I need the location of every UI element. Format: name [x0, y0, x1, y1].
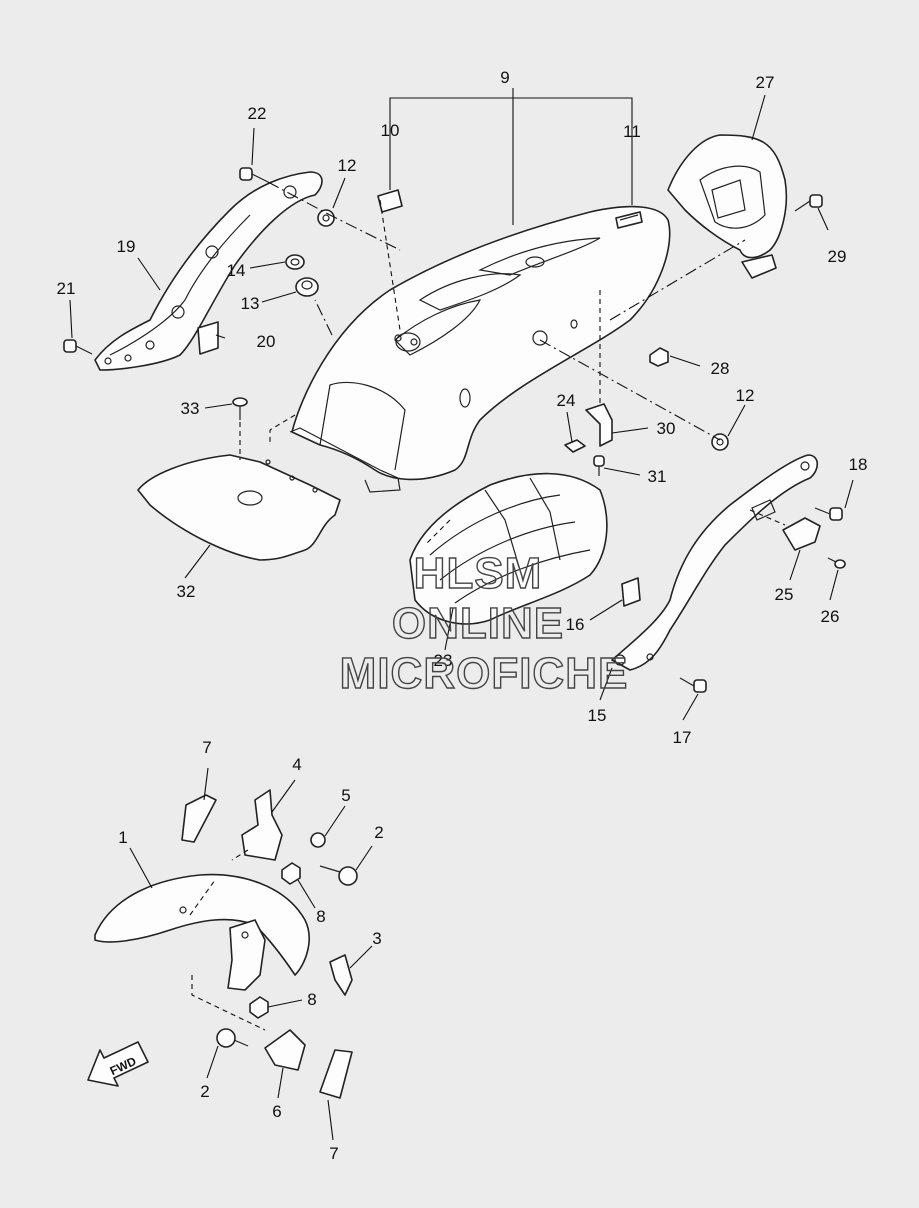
damper-16[interactable] [621, 577, 641, 607]
callout-10: 10 [381, 121, 400, 140]
callout-20: 20 [257, 332, 276, 351]
bolt-21[interactable] [63, 339, 93, 355]
inner-fender[interactable] [409, 472, 608, 625]
callout-24: 24 [557, 391, 576, 410]
watermark-line-2: ONLINE [392, 599, 564, 648]
callout-21: 21 [57, 279, 76, 298]
callout-6: 6 [272, 1102, 281, 1121]
bolt-18[interactable] [814, 507, 843, 521]
emblem-11[interactable] [615, 211, 643, 229]
bracket-4[interactable] [241, 789, 283, 861]
nut-8-upper[interactable] [281, 862, 301, 885]
front-fender[interactable] [94, 873, 310, 976]
callout-2-lower: 2 [200, 1082, 209, 1101]
callout-1: 1 [118, 828, 127, 847]
bolt-22[interactable] [239, 167, 269, 183]
callout-25: 25 [775, 585, 794, 604]
bolt-2-lower[interactable] [216, 1028, 249, 1048]
callout-4: 4 [292, 755, 301, 774]
reflector-bracket-25[interactable] [782, 517, 821, 551]
left-fender-stay[interactable] [94, 171, 323, 371]
reference-lines [189, 181, 786, 1031]
callout-13: 13 [241, 294, 260, 313]
watermark-line-3: MICROFICHE [340, 649, 629, 698]
bolt-33[interactable] [232, 397, 248, 420]
fender-bracket-left[interactable] [227, 919, 266, 991]
rear-fender[interactable] [289, 205, 671, 493]
collar-14[interactable] [285, 254, 305, 270]
screw-31[interactable] [593, 455, 605, 476]
right-fender-stay[interactable] [611, 454, 819, 671]
callout-8-upper: 8 [316, 907, 325, 926]
callout-18: 18 [849, 455, 868, 474]
tail-light-assembly[interactable] [667, 134, 788, 279]
watermark: HLSM ONLINE MICROFICHE [339, 548, 629, 698]
bolt-17[interactable] [679, 677, 707, 693]
nut-28[interactable] [649, 347, 669, 367]
callout-33: 33 [181, 399, 200, 418]
nut-24[interactable] [564, 439, 586, 453]
callout-28: 28 [711, 359, 730, 378]
callout-3: 3 [372, 929, 381, 948]
decal-10[interactable] [377, 189, 403, 213]
callout-8-lower: 8 [307, 990, 316, 1009]
callout-11: 11 [623, 122, 641, 141]
callout-30: 30 [657, 419, 676, 438]
damper-7-lower[interactable] [319, 1049, 353, 1099]
callout-22: 22 [248, 104, 267, 123]
callout-26: 26 [821, 607, 840, 626]
damper-20[interactable] [197, 321, 219, 355]
callout-labels: 9 10 11 27 22 12 19 14 13 21 20 33 32 29… [57, 68, 868, 1163]
callout-5: 5 [341, 786, 350, 805]
callout-7-upper: 7 [202, 738, 211, 757]
callout-31: 31 [648, 467, 667, 486]
callout-9: 9 [500, 68, 509, 87]
callout-15: 15 [588, 706, 607, 725]
callout-32: 32 [177, 582, 196, 601]
callout-7-lower: 7 [329, 1144, 338, 1163]
grommet-12-left[interactable] [317, 209, 335, 227]
callout-29: 29 [828, 247, 847, 266]
callout-2-upper: 2 [374, 823, 383, 842]
callout-14: 14 [227, 261, 246, 280]
screw-29[interactable] [794, 194, 823, 212]
bolt-2-upper[interactable] [319, 865, 358, 886]
bracket-6[interactable] [264, 1029, 306, 1071]
callout-12-left: 12 [338, 156, 357, 175]
reflector-3[interactable] [329, 954, 353, 996]
callout-16: 16 [566, 615, 585, 634]
callout-17: 17 [673, 728, 692, 747]
callout-12-right: 12 [736, 386, 755, 405]
mud-flap[interactable] [137, 454, 341, 561]
grommet-13[interactable] [295, 277, 319, 297]
nut-8-lower[interactable] [249, 996, 269, 1019]
bolt-5[interactable] [310, 832, 326, 848]
bracket-30[interactable] [585, 403, 613, 447]
watermark-line-1: HLSM [414, 549, 543, 598]
screw-26[interactable] [827, 557, 846, 569]
damper-7-upper[interactable] [181, 794, 217, 843]
callout-23: 23 [434, 651, 453, 670]
callout-19: 19 [117, 237, 136, 256]
fwd-arrow-icon: FWD [87, 1041, 149, 1087]
callout-27: 27 [756, 73, 775, 92]
leader-lines [69, 88, 854, 1141]
